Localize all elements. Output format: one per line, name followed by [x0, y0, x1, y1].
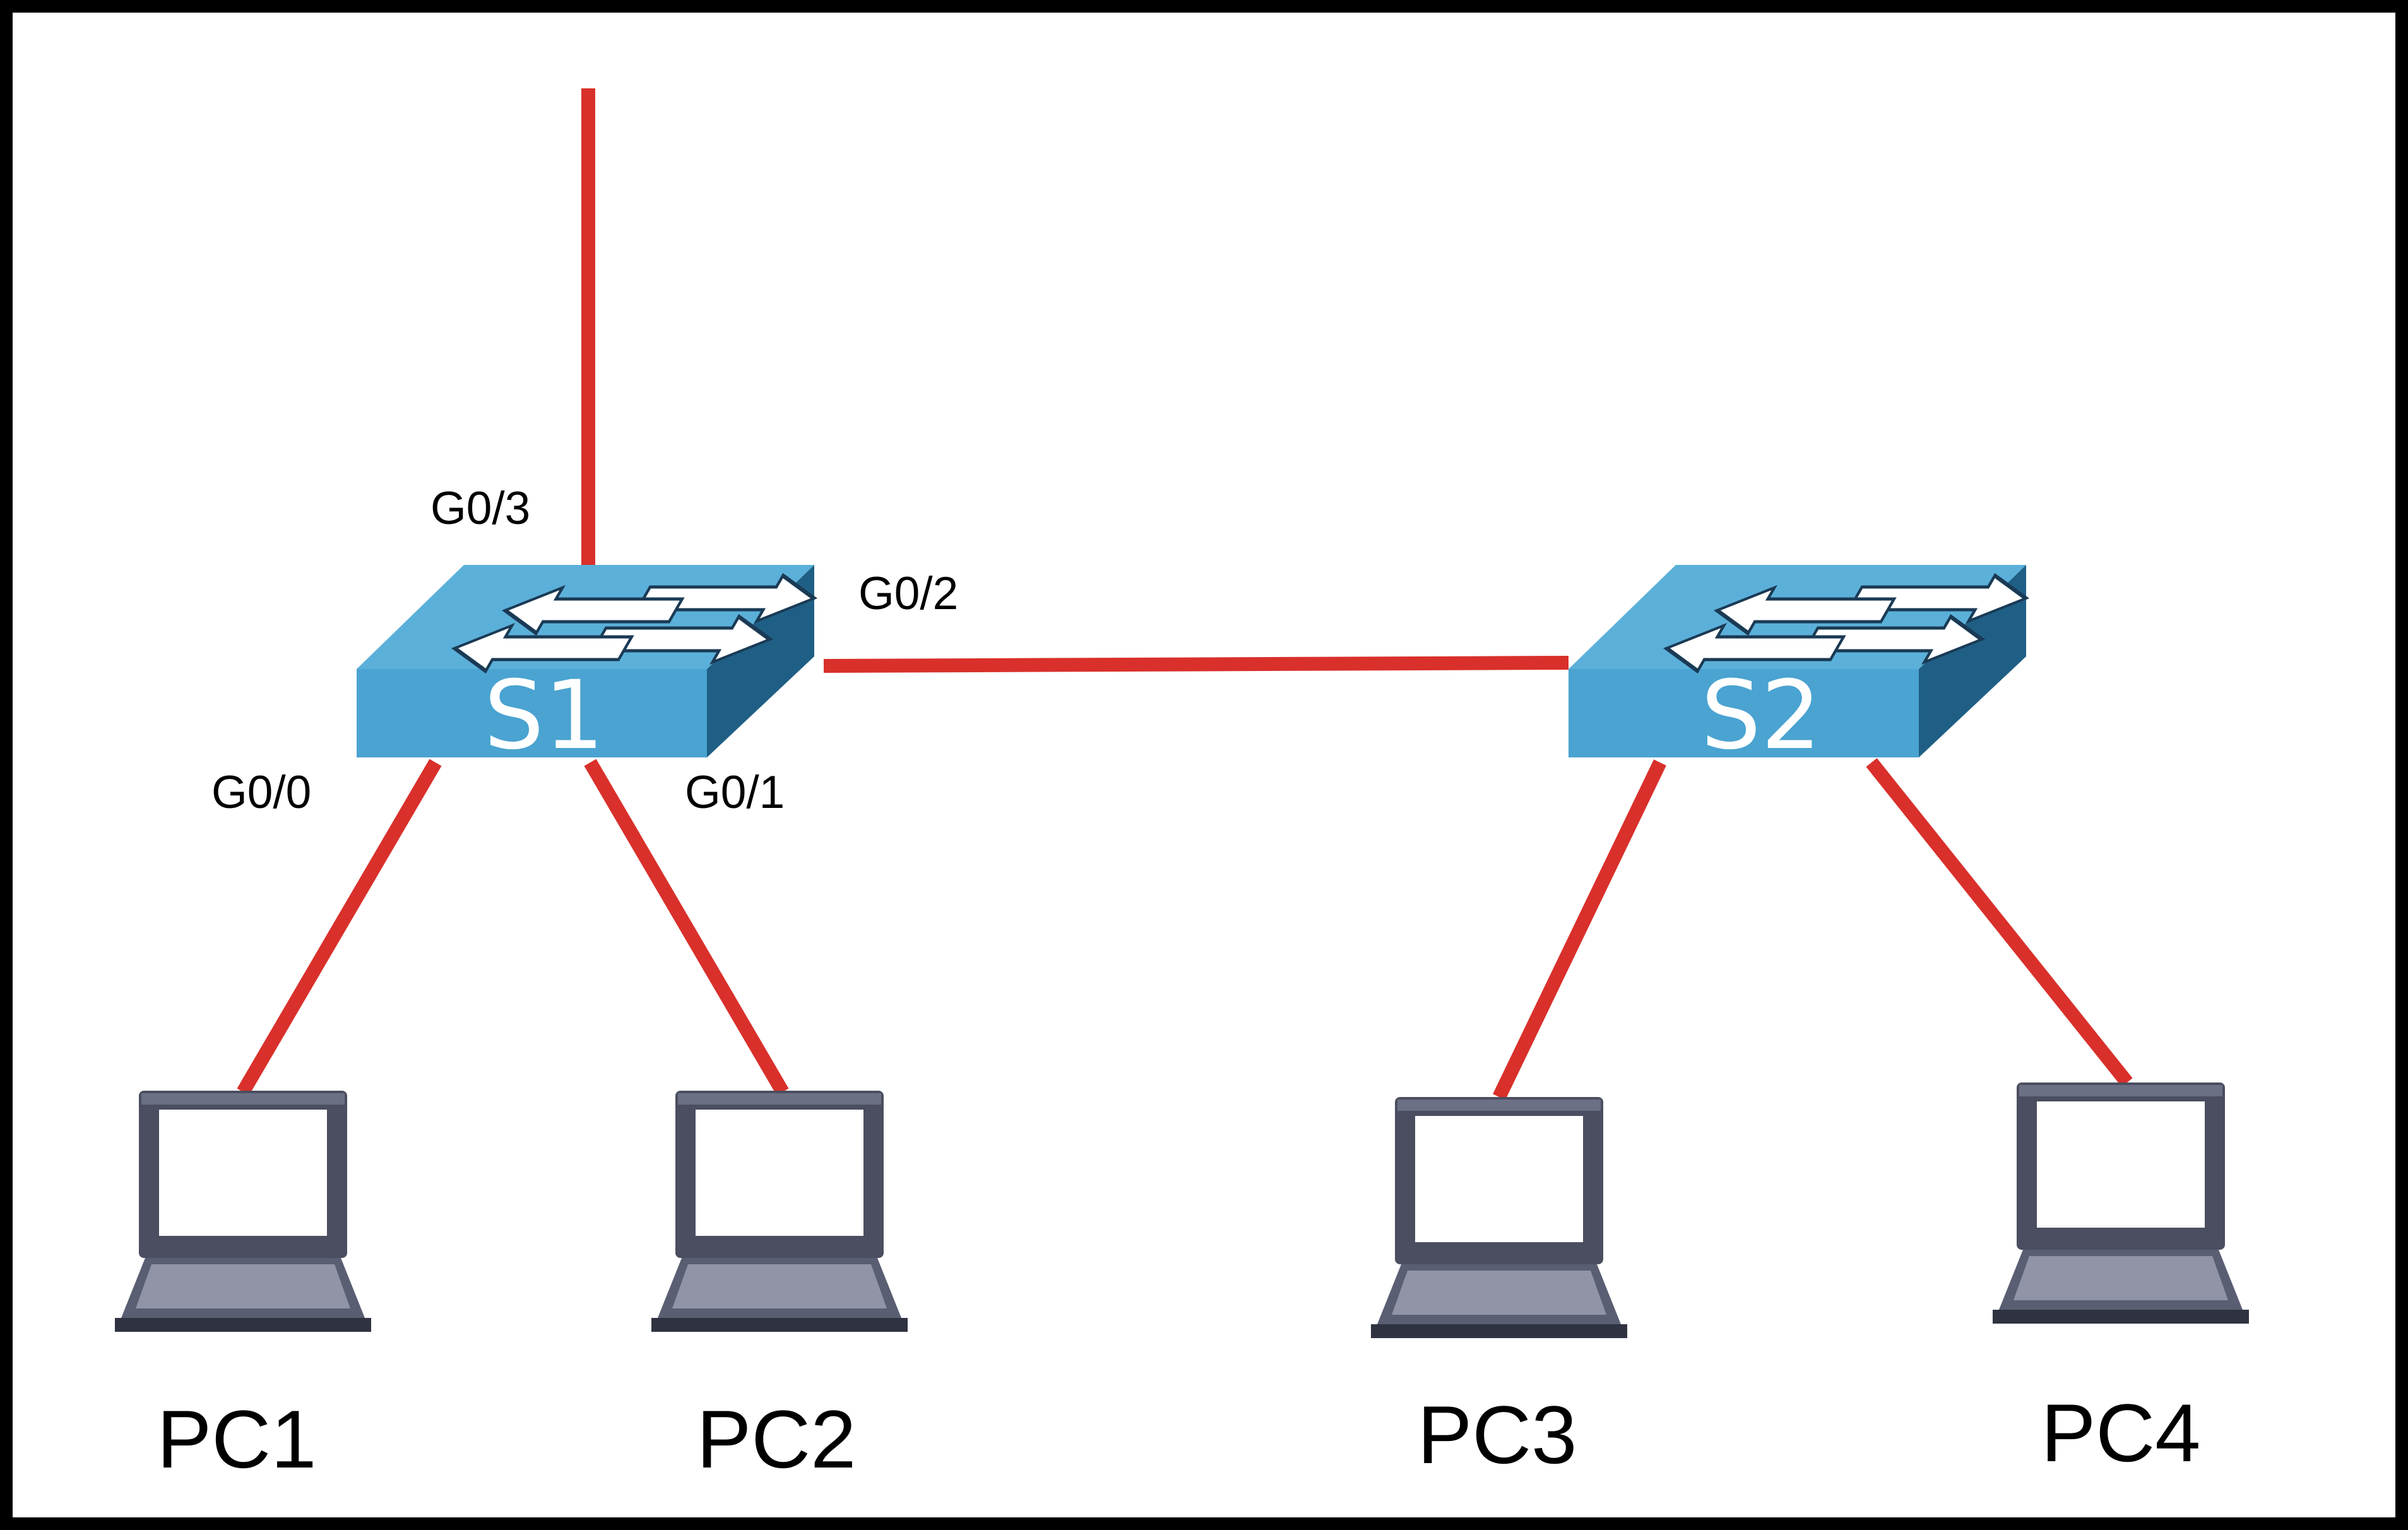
pc-label: PC4: [2041, 1387, 2201, 1479]
port-label-g0-3: G0/3: [430, 483, 530, 534]
pc3[interactable]: PC3: [1371, 1097, 1627, 1481]
link-s1-pc2-g0-1: [584, 759, 789, 1096]
switch-label: S2: [1701, 661, 1822, 771]
switch-label: S1: [484, 661, 605, 771]
pc1[interactable]: PC1: [115, 1091, 371, 1485]
pc2[interactable]: PC2: [651, 1091, 908, 1485]
link-s2-pc3: [1493, 759, 1666, 1100]
link-s1-s2-g0-2: [823, 656, 1569, 673]
laptop-icon: [1371, 1097, 1627, 1338]
pc4[interactable]: PC4: [1993, 1082, 2249, 1479]
port-label-g0-1: G0/1: [685, 767, 785, 818]
switch-s1[interactable]: S1: [357, 565, 827, 771]
network-switch-icon: [1569, 565, 2039, 757]
laptop-icon: [651, 1091, 908, 1332]
port-label-g0-0: G0/0: [211, 767, 311, 818]
link-s1-pc1-g0-0: [237, 759, 442, 1096]
pc-label: PC1: [157, 1393, 317, 1485]
link-s2-pc4: [1866, 758, 2133, 1087]
pc-label: PC3: [1418, 1389, 1577, 1481]
laptop-icon: [115, 1091, 371, 1332]
laptop-icon: [1993, 1082, 2249, 1324]
pc-label: PC2: [697, 1393, 857, 1485]
port-label-g0-2: G0/2: [858, 568, 958, 619]
network-switch-icon: [357, 565, 827, 757]
switch-s2[interactable]: S2: [1569, 565, 2039, 771]
